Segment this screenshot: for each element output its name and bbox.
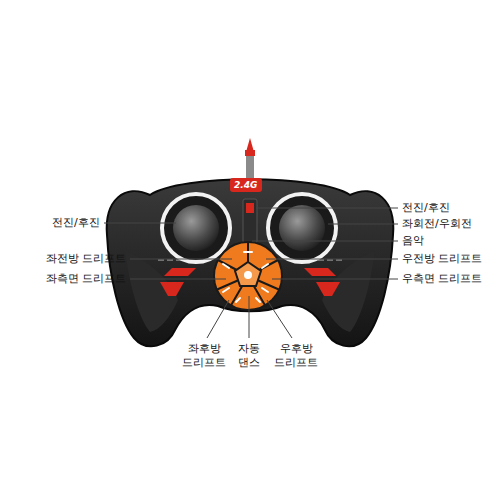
joystick-ring: [268, 194, 336, 262]
callout-label: 우전방 드리프트: [402, 252, 483, 266]
callout-label: 좌측면 드리프트: [46, 272, 127, 286]
power-switch: [243, 199, 257, 243]
joystick-ring: [162, 194, 230, 262]
callout-label: 자동 댄스: [229, 342, 269, 370]
frequency-badge: [230, 178, 262, 192]
callout-label: 우측면 드리프트: [402, 272, 483, 286]
joystick: [279, 205, 325, 251]
button-cluster: [214, 242, 282, 310]
switch-knob: [246, 203, 254, 213]
callout-label: 전진/후진: [52, 216, 100, 230]
antenna-band: [245, 150, 255, 156]
callout-label: 좌회전/우회전: [402, 217, 472, 231]
antenna-tip: [246, 138, 254, 152]
red-stripe: [164, 268, 196, 276]
red-stripe: [160, 282, 184, 296]
red-stripe: [304, 268, 336, 276]
callout-label: 음악: [402, 234, 424, 248]
badge-text: 2.4G: [234, 179, 257, 191]
leader-lines: [104, 208, 398, 338]
red-stripe: [316, 282, 340, 296]
antenna: [246, 150, 254, 182]
callout-label: 전진/후진: [402, 201, 450, 215]
callout-label: 좌전방 드리프트: [46, 252, 127, 266]
callout-label: 좌후방 드리프트: [179, 342, 229, 370]
callout-label: 우후방 드리프트: [271, 342, 321, 370]
controller-body: [107, 179, 394, 346]
joystick: [173, 205, 219, 251]
